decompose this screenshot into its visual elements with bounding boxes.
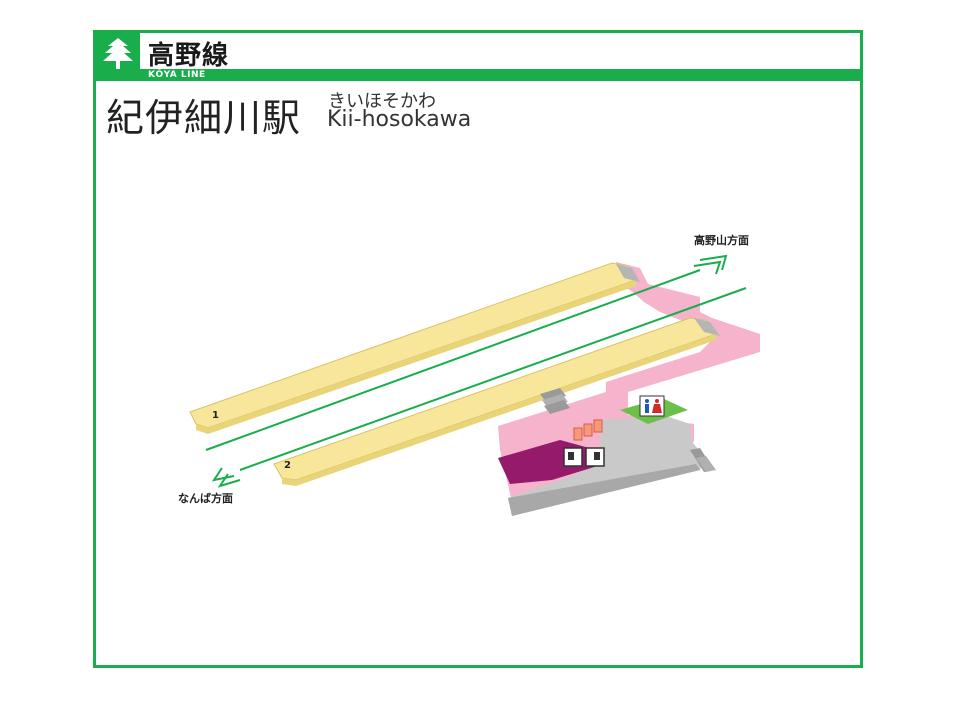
platform-1-number: 1 (212, 410, 219, 421)
platform-1-edge (196, 280, 636, 434)
track-up (205, 269, 701, 451)
concourse-stairs (540, 388, 570, 414)
line-name-en: KŌYA LINE (148, 70, 206, 80)
direction-down-label: なんば方面 (178, 491, 233, 505)
line-name-bar (96, 69, 860, 81)
stairs-icon (616, 264, 640, 282)
floor-edge (508, 464, 700, 516)
platform-2-number: 2 (284, 460, 291, 471)
station-name-en: Kii-hosokawa (327, 107, 472, 132)
track-down (239, 287, 747, 471)
ticket-gate-icon (573, 419, 603, 441)
ticket-machine-icon (563, 447, 605, 467)
line-name-jp: 高野線 (148, 41, 230, 71)
toilet-icon (639, 395, 665, 417)
station-name-kana: きいほそかわ (328, 91, 436, 112)
direction-up-label: 高野山方面 (694, 233, 749, 247)
station-name-jp: 紀伊細川駅 (106, 96, 302, 140)
arrow-up-icon (693, 254, 728, 275)
arrow-down-icon (211, 467, 241, 488)
stairs-icon (694, 318, 720, 336)
platform-2-edge (282, 334, 716, 486)
tree-icon (103, 38, 133, 71)
map-frame: 高野線 KŌYA LINE 紀伊細川駅 きいほそかわ Kii-hosokawa (93, 30, 863, 668)
platform-1 (189, 262, 637, 429)
exit-stairs (690, 448, 716, 472)
